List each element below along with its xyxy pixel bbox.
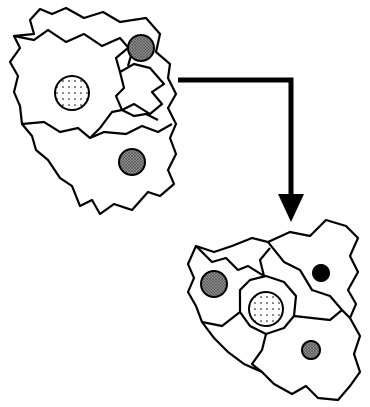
before-region-left-divider bbox=[114, 47, 129, 73]
after-region-bottom-right bbox=[293, 309, 343, 322]
after-spot-dotted bbox=[248, 291, 284, 327]
after-region-bottom bbox=[250, 333, 268, 373]
before-region-small-lobe bbox=[121, 109, 159, 121]
before-spot-cross-hatch-top bbox=[127, 34, 155, 62]
after-region-left bbox=[195, 245, 271, 278]
before-spot-dotted bbox=[54, 75, 90, 111]
after-spot-solid bbox=[312, 264, 330, 282]
before-region-bottom-divider bbox=[21, 108, 123, 140]
transition-arrow bbox=[178, 77, 304, 222]
before-region-bottom bbox=[89, 123, 173, 140]
after-region-bottom-divider bbox=[201, 311, 241, 328]
after-spot-cross-hatch-bottom bbox=[301, 340, 321, 360]
arrow-head-icon bbox=[278, 194, 304, 222]
before-region-right-small bbox=[114, 62, 166, 116]
after-spot-cross-hatch-left bbox=[200, 270, 228, 298]
before-spot-cross-hatch-bottom bbox=[118, 148, 146, 176]
